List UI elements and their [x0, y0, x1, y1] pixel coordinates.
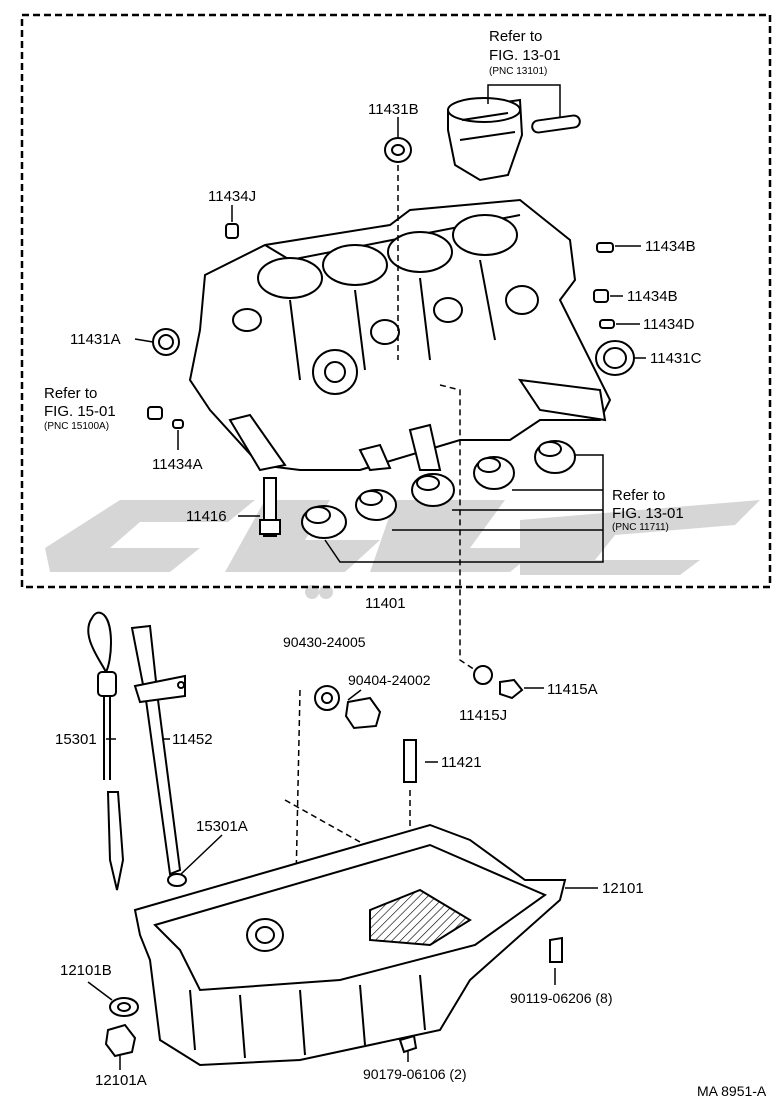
oil-dipstick-drawing [87, 611, 125, 891]
oil-refer-fig[interactable]: FIG. 15-01 [44, 403, 116, 420]
bearing-refer-fig[interactable]: FIG. 13-01 [612, 505, 684, 522]
bearing-refer-pnc: (PNC 11711) [612, 522, 669, 533]
piston-refer-fig[interactable]: FIG. 13-01 [489, 47, 561, 64]
piston-refer-pnc: (PNC 13101) [489, 66, 548, 77]
bearing-refer-text: Refer to [612, 487, 666, 504]
block-small-parts [147, 137, 635, 537]
dipstick-guide-drawing [130, 624, 187, 887]
crankshaft-bearings-drawing [301, 440, 576, 539]
part-11415j-label: 11415J [459, 707, 508, 724]
part-11452-label: 11452 [172, 731, 213, 748]
engine-block-group-frame [20, 13, 772, 589]
watermark-logo [45, 500, 760, 599]
part-90179-label: 90179-06106 (2) [363, 1066, 467, 1082]
part-11434b-top-label: 11434B [645, 238, 696, 255]
part-90404-label: 90404-24002 [348, 672, 431, 688]
part-11416-label: 11416 [186, 508, 227, 525]
oil-refer-pnc: (PNC 15100A) [44, 421, 110, 432]
part-11434b-mid-label: 11434B [627, 288, 678, 305]
part-11434j-label: 11434J [208, 188, 257, 205]
fitting-parts [104, 665, 563, 1058]
part-11431c-label: 11431C [650, 350, 702, 367]
part-11431a-label: 11431A [70, 331, 121, 348]
figure-code: MA 8951-A [697, 1083, 767, 1099]
part-11401-label: 11401 [365, 595, 406, 612]
piston-drawing [447, 97, 581, 182]
part-11415a-label: 11415A [547, 681, 598, 698]
part-90119-label: 90119-06206 (8) [510, 990, 613, 1006]
part-90430-label: 90430-24005 [283, 634, 366, 650]
part-11431b-label: 11431B [368, 101, 419, 118]
part-15301-label: 15301 [55, 731, 97, 748]
part-11434d-label: 11434D [643, 316, 695, 333]
part-11421-label: 11421 [441, 754, 482, 771]
part-12101-label: 12101 [602, 880, 644, 897]
part-12101b-label: 12101B [60, 962, 112, 979]
oil-refer-text: Refer to [44, 385, 98, 402]
oil-pan-drawing [133, 823, 567, 1067]
part-15301a-label: 15301A [196, 818, 248, 835]
part-11434a-label: 11434A [152, 456, 203, 473]
piston-refer-text: Refer to [489, 28, 543, 45]
cylinder-block-drawing [188, 198, 612, 472]
part-12101a-label: 12101A [95, 1072, 147, 1089]
